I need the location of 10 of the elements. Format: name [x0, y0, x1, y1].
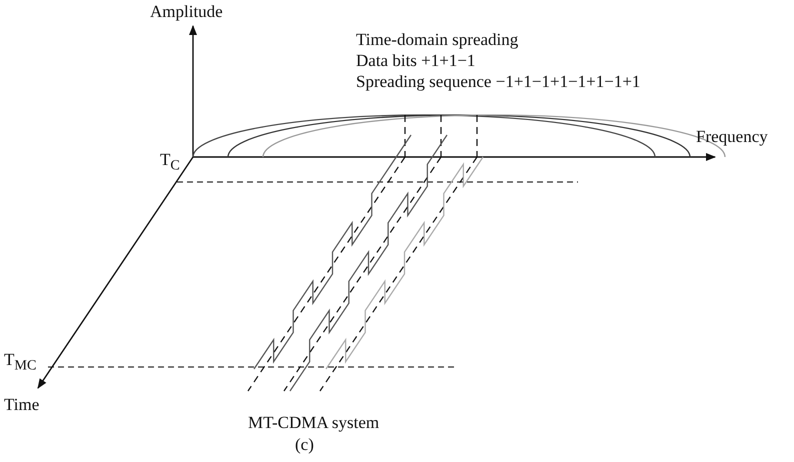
annotation-text: Spreading sequence −1+1−1+1−1+1−1+1 [356, 72, 640, 92]
annotation-text: Time-domain spreading [356, 30, 518, 50]
tick-label: T$_{MC}$ [4, 350, 36, 376]
tick-label: T$_{C}$ [160, 150, 180, 176]
caption-text: (c) [295, 435, 314, 455]
axis-label: Time [4, 395, 40, 415]
annotation-text: Data bits +1+1−1 [356, 51, 476, 71]
axis-label: Frequency [696, 127, 768, 147]
caption-text: MT-CDMA system [248, 413, 380, 433]
axis-label: Amplitude [150, 2, 223, 22]
